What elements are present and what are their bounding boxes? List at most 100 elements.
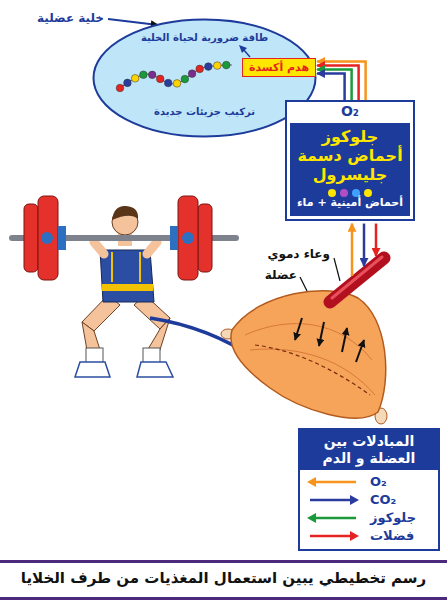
molecule-bead	[116, 84, 124, 92]
nutrient-name: جليسرول	[313, 165, 388, 184]
shoe	[137, 362, 173, 377]
muscle-cell: طاقة ضرورية لحياة الخلية تركيب جزيئات جدي…	[92, 18, 317, 138]
molecule-bead	[205, 63, 213, 71]
collar	[58, 226, 66, 250]
vessel-label: وعاء دموي	[267, 247, 330, 261]
cell-label: خلية عضلية	[37, 11, 104, 25]
flow-arrow	[317, 61, 366, 100]
legend-row: O₂	[306, 473, 432, 491]
arrowhead	[350, 495, 359, 505]
arm	[147, 242, 157, 254]
sock	[86, 348, 103, 363]
legend-row: فضلات	[306, 527, 432, 545]
leader-line	[108, 19, 158, 25]
arm	[94, 242, 104, 254]
legend-panel: المبادلات بين العضلة و الدم O₂ CO₂ جلوكوز فض…	[298, 428, 440, 551]
vessel-highlight	[332, 257, 382, 298]
legend-arrow	[306, 494, 360, 506]
flow-arrow	[317, 70, 352, 100]
collar	[170, 226, 178, 250]
legend-label: CO₂	[370, 492, 396, 507]
exchange-arrow	[342, 328, 347, 352]
exchange-arrow	[295, 318, 302, 340]
nutrient-panel: O₂ جلوكوزأحماض دسمةجليسرول أحماض أمينية + …	[285, 100, 415, 221]
caption: رسم تخطيطي يبين استعمال المغذيات من طرف …	[0, 569, 447, 587]
legend-line	[310, 516, 356, 519]
capillary	[255, 345, 370, 395]
molecule-bead	[156, 75, 164, 83]
molecule-bead	[181, 75, 189, 83]
panel-heading: O₂	[341, 102, 359, 121]
legend-label: O₂	[370, 474, 387, 489]
muscle-fiber	[250, 349, 375, 395]
weight-plate	[178, 196, 198, 280]
molecule-bead	[196, 65, 204, 73]
flow-arrow	[317, 65, 359, 100]
legend-line	[310, 534, 356, 537]
muscle	[221, 291, 387, 424]
legend-row: CO₂	[306, 491, 432, 509]
legend-arrow	[306, 476, 360, 488]
molecule-bead	[124, 79, 132, 87]
blood-exchange-arrow	[363, 224, 366, 266]
legend-line	[310, 498, 356, 501]
stripe	[139, 252, 141, 282]
legend-heading: المبادلات بين العضلة و الدم	[300, 430, 438, 470]
box-title: هدم أكسدة	[249, 61, 309, 74]
caption-rule	[0, 560, 447, 563]
nutrient-list: جلوكوزأحماض دسمةجليسرول أحماض أمينية + ما…	[290, 123, 410, 216]
molecule-bead	[173, 80, 181, 88]
weight-plate	[24, 204, 38, 272]
blood-exchange-arrow	[375, 224, 378, 256]
nutrient-dot	[352, 189, 360, 197]
legend-arrow	[306, 530, 360, 542]
stripe	[111, 252, 113, 282]
blood-exchange-arrow	[351, 224, 354, 276]
arrowhead	[350, 531, 359, 541]
hub	[182, 232, 194, 244]
legend-label: جلوكوز	[370, 510, 416, 525]
legend-line	[310, 480, 356, 483]
cell-text: طاقة ضرورية لحياة الخلية	[92, 32, 317, 44]
nutrient-dot	[340, 189, 348, 197]
cell-text: تركيب جزيئات جديدة	[92, 106, 317, 118]
flow-arrows	[317, 61, 366, 100]
molecule-bead	[164, 79, 172, 87]
sock	[143, 348, 160, 363]
weight-plate	[38, 196, 58, 280]
hair	[112, 206, 138, 220]
nutrient-dot	[328, 189, 336, 197]
nutrient-name: جلوكوز	[322, 127, 379, 146]
shoe	[75, 362, 110, 377]
molecule-bead	[213, 62, 221, 70]
hub	[41, 232, 53, 244]
muscle-body	[231, 291, 386, 418]
nutrient-dot	[364, 189, 372, 197]
muscle-label: عضلة	[265, 268, 297, 282]
nutrient-name: أحماض أمينية + ماء	[297, 196, 403, 211]
blood-vessel	[330, 258, 384, 302]
molecule-bead	[148, 71, 156, 79]
molecule-bead	[222, 61, 230, 69]
leader-line	[300, 277, 307, 291]
legend-row: جلوكوز	[306, 509, 432, 527]
legend-label: فضلات	[370, 528, 414, 543]
legend-arrow	[306, 512, 360, 524]
arrowhead	[307, 477, 316, 487]
molecule-bead	[140, 71, 148, 79]
molecule-bead	[131, 75, 139, 83]
exchange-arrow	[356, 340, 364, 362]
exchange-arrow	[319, 322, 324, 346]
frame-bottom	[0, 597, 447, 600]
weightlifter	[12, 196, 236, 377]
arrowhead	[307, 513, 316, 523]
weight-plate	[198, 204, 212, 272]
muscle-fiber	[245, 324, 372, 360]
molecule-bead	[188, 70, 196, 78]
oxidation-box: هدم أكسدة	[242, 58, 316, 77]
legend: O₂ CO₂ جلوكوز فضلات	[300, 470, 438, 549]
belt	[102, 284, 153, 291]
nutrient-name: أحماض دسمة	[297, 146, 402, 165]
flow-arrow	[317, 74, 345, 100]
